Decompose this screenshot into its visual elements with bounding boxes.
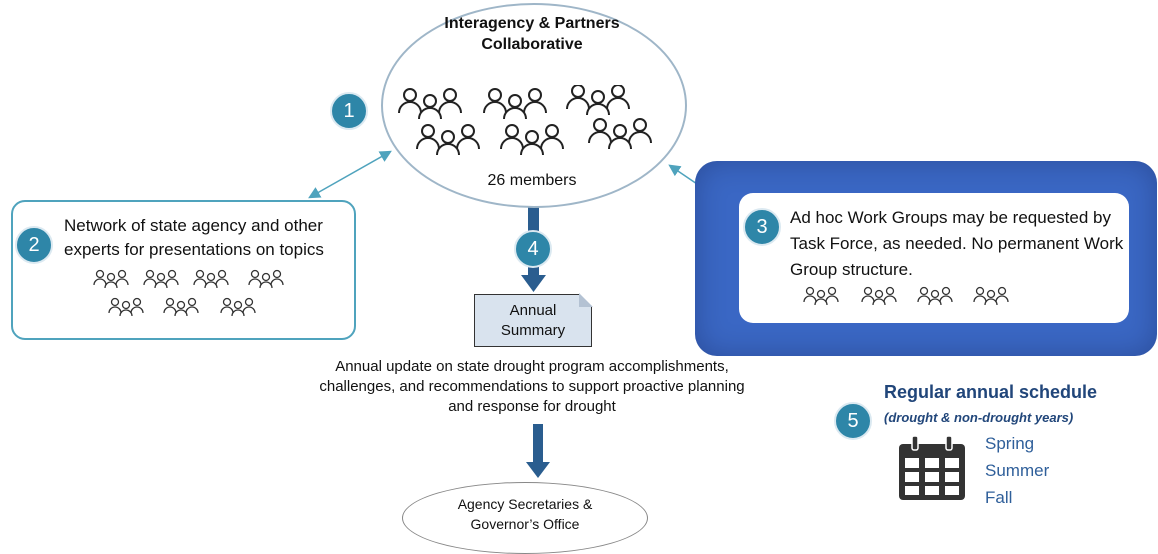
work-groups-box: Ad hoc Work Groups may be requested by T…	[739, 193, 1129, 323]
collaborative-ellipse	[381, 3, 687, 208]
collaborative-title-line1: Interagency & Partners	[444, 15, 620, 32]
people-group-icon	[398, 85, 652, 156]
schedule-title: Regular annual schedule	[884, 382, 1098, 402]
agency-ellipse: Agency Secretaries & Governor’s Office	[402, 482, 648, 554]
doc-line1: Annual	[509, 302, 557, 319]
annual-update-text: Annual update on state drought program a…	[319, 358, 745, 415]
collaborative-title-line2: Collaborative	[481, 36, 583, 53]
annual-summary-document: Annual Summary	[474, 293, 593, 347]
agency-line2: Governor’s Office	[470, 516, 580, 532]
step-badge-3: 3	[743, 208, 781, 246]
work-groups-text: Ad hoc Work Groups may be requested by T…	[790, 208, 1124, 279]
season-fall: Fall	[985, 488, 1013, 507]
people-group-icon	[93, 269, 284, 317]
agency-text: Agency Secretaries & Governor’s Office	[403, 494, 647, 534]
calendar-icon	[899, 436, 965, 500]
arrow-network-to-collab	[308, 150, 392, 199]
doc-folded-corner	[579, 293, 593, 307]
people-group-icon	[803, 286, 1009, 306]
network-text: Network of state agency and other expert…	[64, 216, 324, 259]
agency-line1: Agency Secretaries &	[457, 496, 593, 512]
arrow-update-to-agency-shaft	[533, 424, 543, 464]
arrow-collab-to-summary-head	[521, 275, 546, 292]
season-spring: Spring	[985, 434, 1035, 453]
members-count: 26 members	[487, 172, 577, 189]
step-badge-4: 4	[514, 230, 552, 268]
doc-line2: Summary	[500, 322, 566, 339]
network-box: Network of state agency and other expert…	[11, 200, 356, 340]
collaborative-title: Interagency & Partners Collaborative	[397, 13, 667, 55]
season-summer: Summer	[985, 461, 1050, 480]
step-badge-5: 5	[834, 402, 872, 440]
step-badge-2: 2	[15, 226, 53, 264]
step-badge-1: 1	[330, 92, 368, 130]
arrow-update-to-agency-head	[526, 462, 550, 478]
schedule-subtitle: (drought & non-drought years)	[884, 410, 1074, 425]
